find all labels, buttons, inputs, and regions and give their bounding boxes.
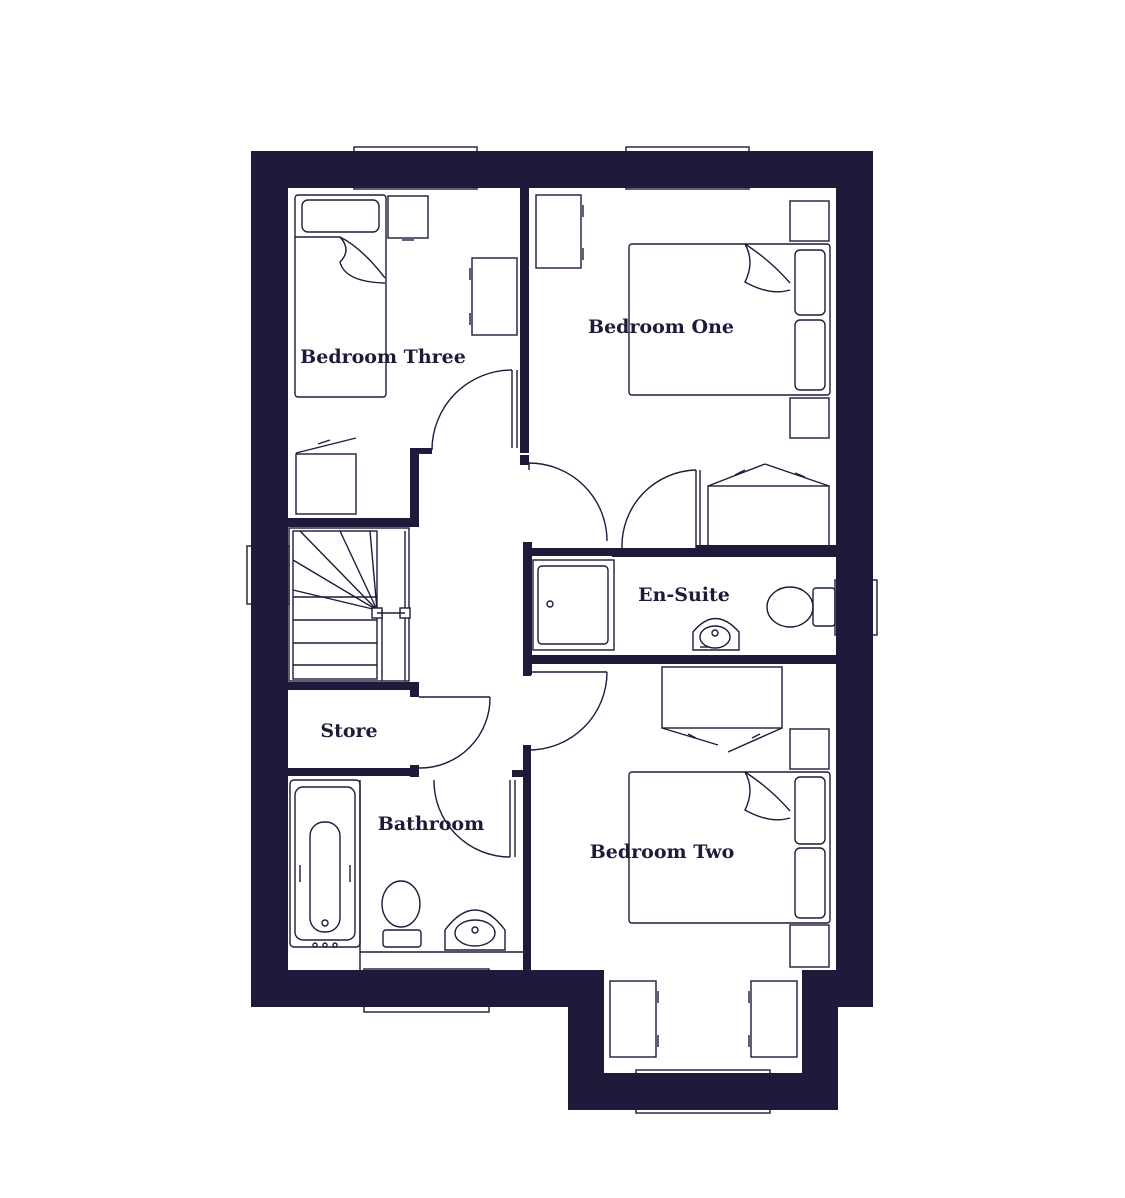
- label-en-suite: En-Suite: [638, 584, 730, 606]
- bedside-table: [789, 200, 830, 242]
- window-top-right: [625, 146, 750, 190]
- basin: [692, 617, 740, 651]
- interior-walls: [288, 188, 836, 970]
- double-bed: [628, 243, 831, 396]
- bedroom-three-furniture: [294, 194, 518, 515]
- double-bed: [628, 771, 831, 924]
- bedside-table: [387, 195, 429, 239]
- desk: [471, 257, 518, 336]
- shower-tray: [532, 559, 615, 651]
- bedroom-one-furniture: [535, 194, 831, 548]
- door-store: [418, 696, 491, 769]
- door-en-suite: [621, 469, 701, 549]
- label-store: Store: [320, 720, 377, 742]
- desk: [750, 980, 798, 1058]
- outer-walls: [251, 151, 873, 1110]
- door-bedroom-two: [528, 671, 608, 751]
- wardrobe: [707, 485, 830, 548]
- staircase: [288, 527, 411, 682]
- wardrobe: [661, 666, 783, 729]
- desk: [535, 194, 582, 269]
- bedside-table: [789, 728, 830, 770]
- door-bathroom: [433, 779, 516, 858]
- bedside-table: [789, 924, 830, 968]
- door-bedroom-one: [528, 462, 608, 542]
- label-bathroom: Bathroom: [378, 813, 484, 835]
- toilet: [766, 586, 814, 628]
- label-bedroom-two: Bedroom Two: [590, 841, 735, 863]
- doors: [418, 369, 701, 858]
- window-top-left: [353, 146, 478, 190]
- wardrobe: [295, 453, 357, 515]
- label-bedroom-one: Bedroom One: [588, 316, 734, 338]
- bedroom-two-furniture: [609, 666, 831, 1058]
- windows: [246, 146, 878, 1114]
- bedside-table: [789, 397, 830, 439]
- window-bottom-bathroom: [363, 968, 490, 1013]
- window-bottom-bay: [635, 1069, 771, 1114]
- label-bedroom-three: Bedroom Three: [300, 346, 466, 368]
- single-bed: [294, 194, 387, 398]
- bathroom-fixtures: [289, 779, 523, 970]
- door-bedroom-three: [431, 369, 518, 451]
- en-suite-fixtures: [532, 559, 836, 651]
- basin: [444, 909, 506, 951]
- bath: [289, 779, 361, 948]
- toilet: [381, 880, 421, 928]
- desk: [609, 980, 657, 1058]
